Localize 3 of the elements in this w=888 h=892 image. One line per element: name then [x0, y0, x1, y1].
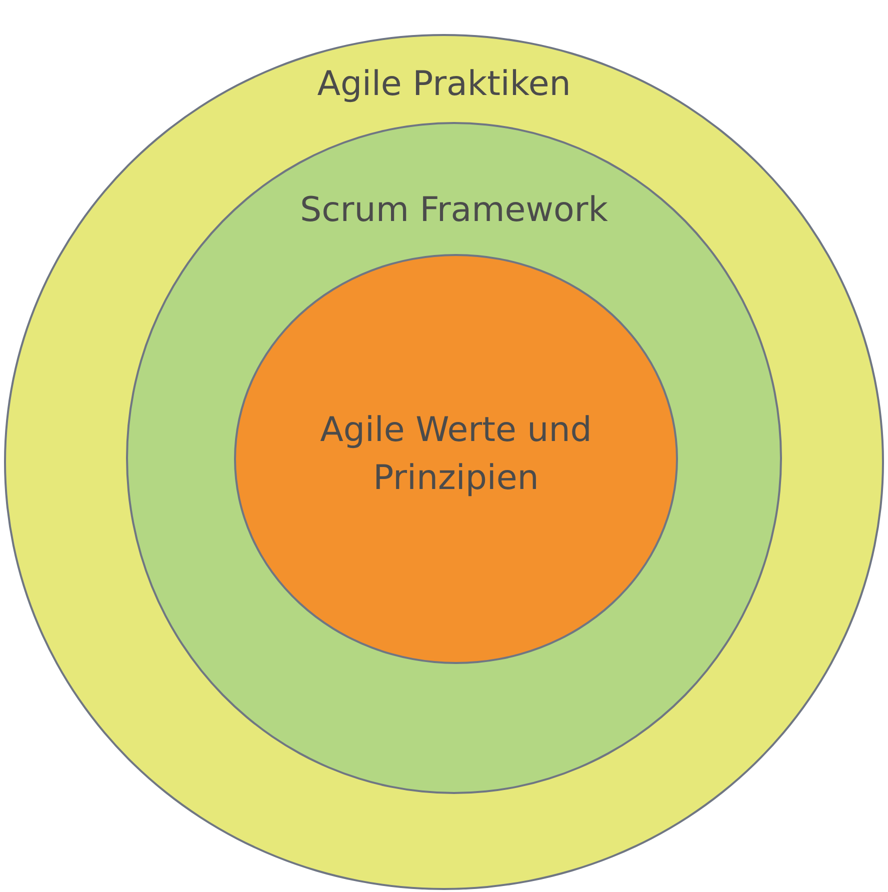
circle-label: Agile Werte und Prinzipien — [319, 409, 593, 500]
circle-label: Scrum Framework — [300, 190, 608, 230]
circle-label: Agile Praktiken — [317, 64, 571, 104]
